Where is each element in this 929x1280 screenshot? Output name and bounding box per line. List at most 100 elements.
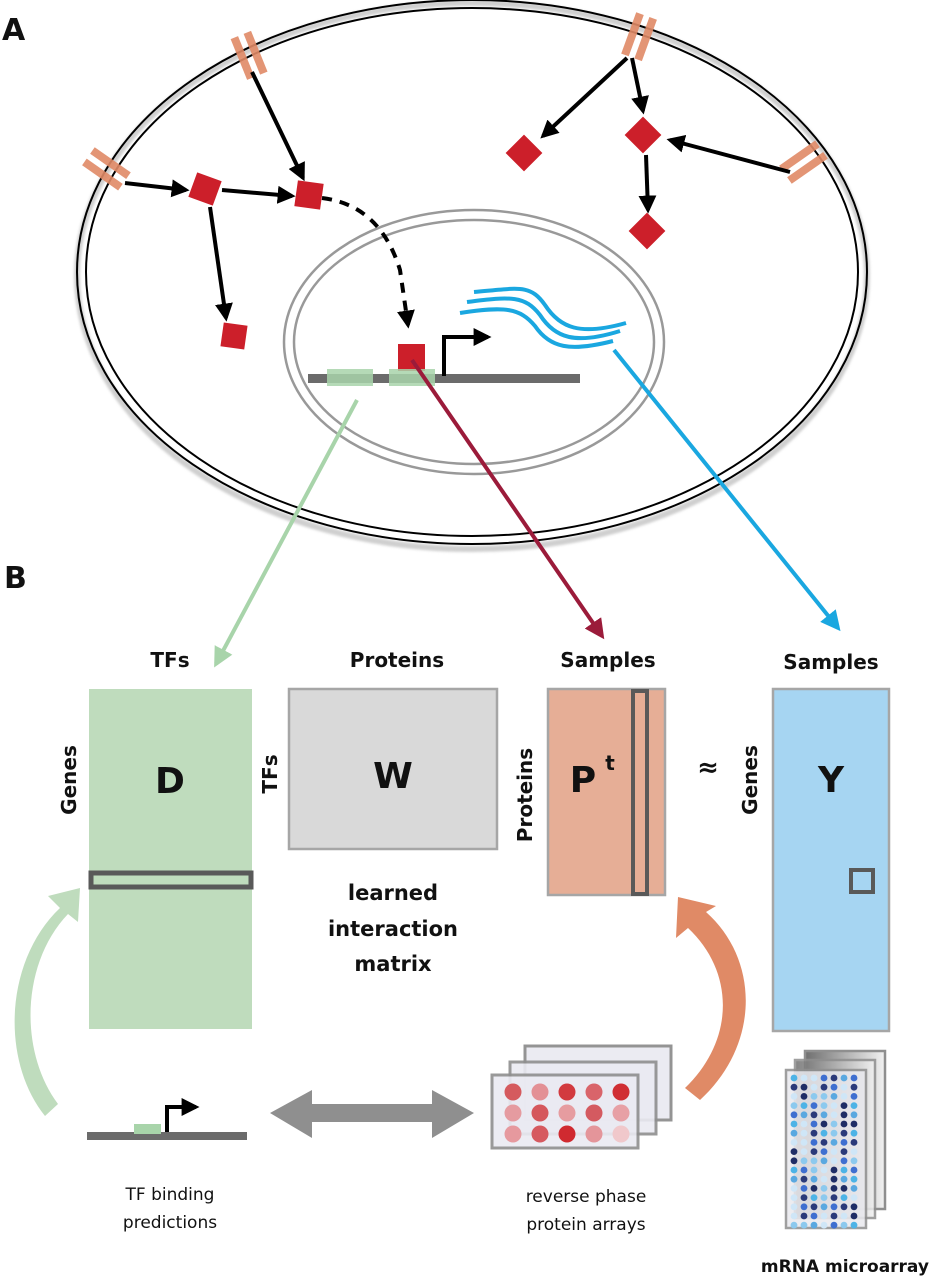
- microarray-spot: [790, 1139, 798, 1146]
- arrow-protein-to-P: [410, 358, 605, 640]
- matrix-p-superscript: t: [605, 751, 615, 775]
- microarray-spot: [850, 1185, 858, 1192]
- curved-arrow-binding-to-D: [14, 888, 80, 1116]
- microarray-spot: [800, 1157, 808, 1165]
- signaling-arrows-right: [540, 56, 791, 214]
- microarray-spot: [840, 1093, 848, 1100]
- microarray-spot: [830, 1175, 838, 1183]
- microarray-spot: [790, 1175, 798, 1183]
- microarray-spot: [810, 1185, 818, 1192]
- microarray-spot: [810, 1175, 818, 1183]
- rppa-spot: [531, 1125, 549, 1143]
- microarray-spot: [820, 1148, 828, 1155]
- matrix-p-letter: P: [570, 760, 596, 801]
- rppa-spot: [531, 1083, 549, 1101]
- protein-node: [624, 116, 662, 154]
- microarray-spot: [830, 1129, 838, 1137]
- microarray-spot: [810, 1120, 818, 1128]
- panel-label-b: B: [4, 561, 27, 596]
- microarray-spot: [830, 1221, 838, 1229]
- microarray-spot: [790, 1185, 798, 1192]
- microarray-spot: [840, 1074, 848, 1082]
- microarray-spot: [820, 1102, 828, 1109]
- microarray-spot: [830, 1120, 838, 1128]
- microarray-spot: [800, 1083, 808, 1091]
- microarray-spot: [820, 1175, 828, 1183]
- microarray-spot: [830, 1194, 838, 1201]
- microarray-spot: [830, 1074, 838, 1082]
- microarray-spot: [810, 1093, 818, 1100]
- microarray-spot: [790, 1120, 798, 1128]
- microarray-spot: [850, 1120, 858, 1128]
- panel-label-a: A: [2, 13, 26, 48]
- microarray-spot: [820, 1083, 828, 1091]
- tf-binding-caption-line1: TF binding: [125, 1185, 215, 1205]
- microarray-spot: [820, 1129, 828, 1137]
- microarray-spot: [850, 1129, 858, 1137]
- microarray-spot: [790, 1074, 798, 1082]
- microarray-spot: [820, 1074, 828, 1082]
- microarray-spot: [850, 1203, 858, 1211]
- microarray-spot: [790, 1102, 798, 1109]
- signaling-arrows-left: [124, 71, 415, 329]
- cell-membrane: [74, 0, 870, 552]
- nucleus-membrane: [282, 208, 666, 476]
- microarray-spot: [820, 1221, 828, 1229]
- microarray-spot: [800, 1102, 808, 1109]
- microarray-spot: [810, 1074, 818, 1082]
- receptor-top-right: [621, 12, 657, 62]
- microarray-spot: [850, 1074, 858, 1082]
- protein-node-bound-tf: [398, 344, 425, 371]
- microarray-spot: [810, 1203, 818, 1211]
- microarray-spot: [840, 1175, 848, 1183]
- microarray-spot: [800, 1166, 808, 1174]
- microarray-spot: [810, 1166, 818, 1174]
- microarray-spot: [850, 1212, 858, 1220]
- microarray-spot: [840, 1102, 848, 1109]
- microarray-spot: [790, 1157, 798, 1165]
- rppa-caption-line1: reverse phase: [526, 1187, 647, 1207]
- microarray-spot: [810, 1148, 818, 1155]
- matrix-y-entry-highlight: [849, 868, 875, 894]
- microarray-spot: [840, 1185, 848, 1192]
- microarray-spot: [850, 1166, 858, 1174]
- protein-node: [220, 322, 248, 350]
- microarray-spot: [800, 1203, 808, 1211]
- microarray-spot: [790, 1166, 798, 1174]
- receptor-left: [82, 147, 131, 191]
- rppa-spot: [531, 1104, 549, 1122]
- microarray-spot: [810, 1221, 818, 1229]
- double-arrow: [270, 1090, 474, 1138]
- matrix-y: Samples Genes Y: [738, 650, 891, 1033]
- rppa-spot: [558, 1083, 576, 1101]
- matrix-w: Proteins TFs W learned interaction matri…: [258, 648, 499, 976]
- microarray-spot: [830, 1148, 838, 1155]
- microarray-spot: [850, 1194, 858, 1201]
- protein-node: [505, 134, 543, 172]
- rppa-spot: [504, 1083, 522, 1101]
- matrix-d: TFs Genes D: [57, 648, 254, 1029]
- microarray-spot: [830, 1102, 838, 1109]
- microarray-icon: [784, 1049, 887, 1230]
- transcription-start-icon: [442, 328, 492, 376]
- microarray-spot: [850, 1175, 858, 1183]
- microarray-spot: [820, 1157, 828, 1165]
- rppa-spot: [558, 1125, 576, 1143]
- matrix-p-top-label: Samples: [560, 648, 655, 672]
- microarray-spot: [820, 1203, 828, 1211]
- microarray-caption: mRNA microarrays: [761, 1257, 929, 1277]
- microarray-spot: [840, 1166, 848, 1174]
- rppa-spot: [612, 1104, 630, 1122]
- microarray-spot: [830, 1166, 838, 1174]
- protein-nodes: [188, 116, 666, 371]
- microarray-spot: [790, 1111, 798, 1119]
- microarray-spot: [830, 1139, 838, 1146]
- mrna-transcripts: [459, 286, 627, 349]
- microarray-spot: [810, 1111, 818, 1119]
- microarray-spot: [840, 1111, 848, 1119]
- microarray-spot: [820, 1166, 828, 1174]
- microarray-spot: [790, 1148, 798, 1155]
- matrix-w-side-label: TFs: [258, 754, 282, 793]
- microarray-spot: [810, 1102, 818, 1109]
